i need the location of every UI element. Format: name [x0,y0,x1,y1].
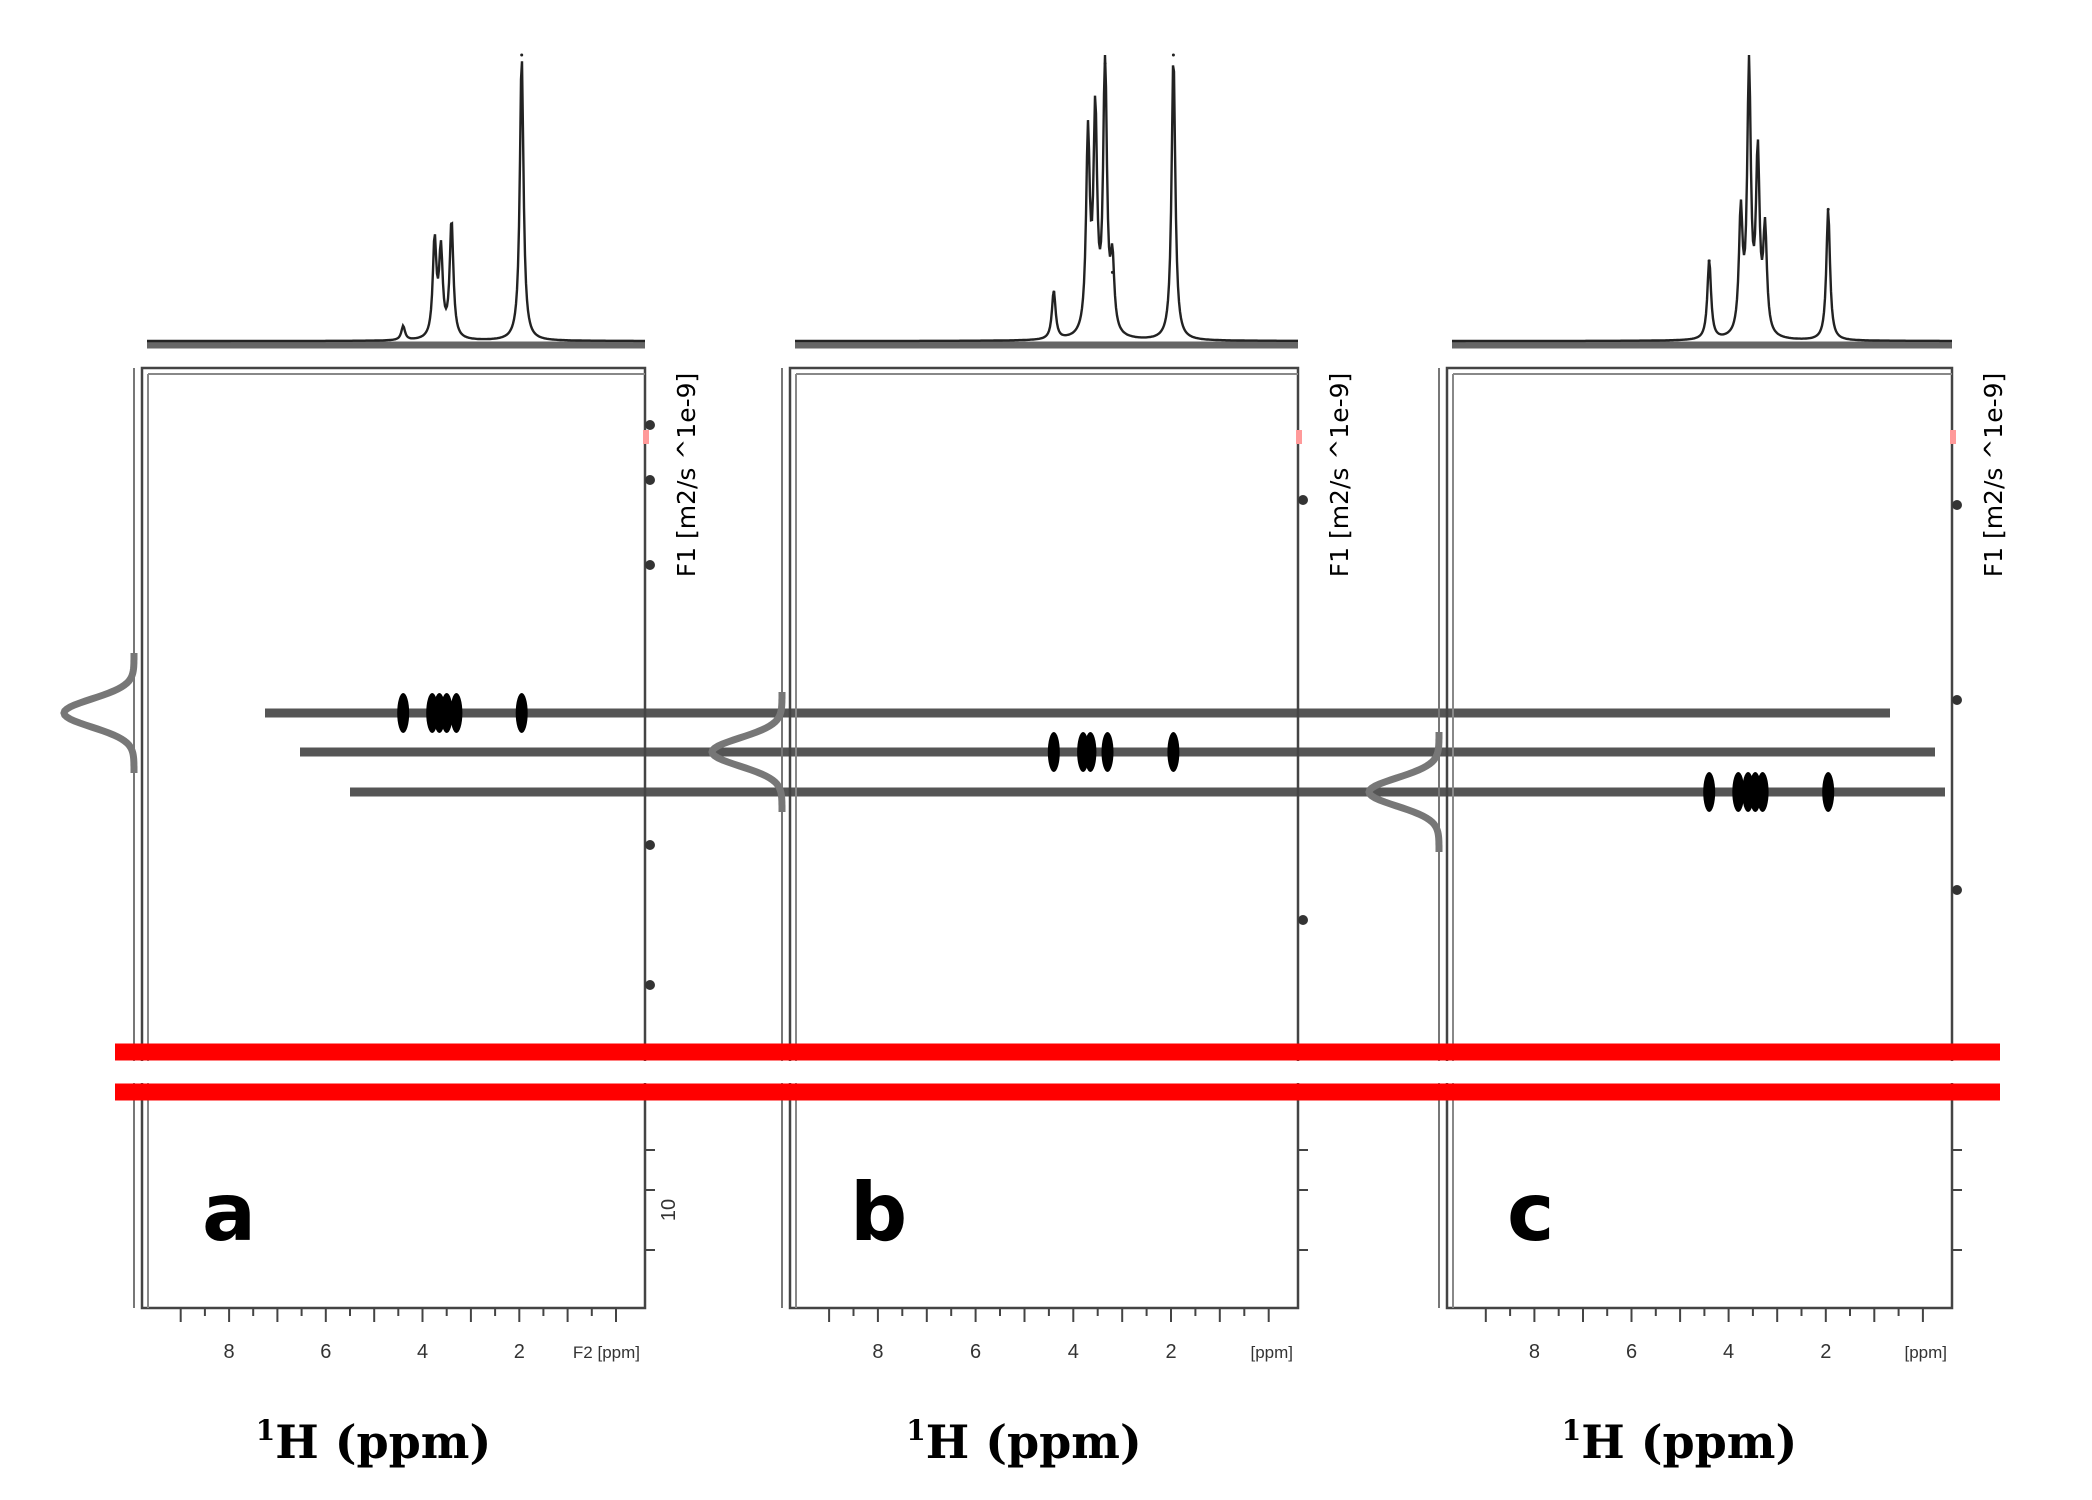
x-tick-label-2: 2 [514,1341,525,1363]
projection-peak-1 [1707,259,1711,263]
axis-break-marks [0,1043,2092,1101]
cross-peak-6 [1822,772,1835,812]
plot-frame [1445,366,1954,1310]
cross-peak-5 [450,693,463,733]
f1-axis-dot-3 [645,560,655,570]
cross-peak-1 [1703,772,1716,812]
projection-trace [795,54,1298,343]
plot-frame [788,366,1300,1310]
projection-trace [147,61,645,343]
x-axis-label: 1H (ppm) [906,1414,1142,1469]
projection-peak-2 [1739,219,1743,223]
panel-letter: a [202,1166,256,1259]
projection-peak-3 [1093,122,1097,126]
x-tick-label-2: 2 [1820,1341,1831,1363]
projection-peak-4 [1756,162,1760,166]
cross-peak-3 [1084,732,1097,772]
projection-peak-5 [520,53,524,57]
x-tick-label-8: 8 [872,1341,883,1363]
plot-frame [140,366,647,1310]
break-gap [0,1061,2092,1083]
f1-axis-dot-2 [645,475,655,485]
panel-a: 10 F1 [m2/s ^1e-9] 8 6 4 2 F2 [ppm] a 1H (ppm) [60,53,701,1469]
x-tick-label-4: 4 [1723,1341,1734,1363]
cross-peak-4 [1101,732,1114,772]
f1-axis-dot-1 [1298,495,1308,505]
x-tick-label-6: 6 [1626,1341,1637,1363]
panel-c: F1 [m2/s ^1e-9] 8 6 4 2 [ppm] c 1H (ppm) [1365,54,2008,1469]
x-unit-label: F2 [ppm] [573,1343,640,1362]
x-axis-label-text: H (ppm) [275,1415,491,1469]
x-axis-label-superscript: 1 [1562,1414,1581,1447]
panel-letter: b [850,1166,907,1259]
projection-peak-5 [1763,236,1767,240]
x-unit-label: [ppm] [1250,1343,1293,1362]
projection-peak-2 [1086,142,1090,146]
x-tick-label-2: 2 [1165,1341,1176,1363]
projection-peak-6 [1171,53,1175,57]
panel-letter: c [1507,1166,1554,1259]
dosy-projection [60,653,138,773]
x-axis-label: 1H (ppm) [256,1414,492,1469]
f1-axis-dot-3 [1952,885,1962,895]
f1-axis-dot-2 [1952,695,1962,705]
x-axis-label-superscript: 1 [256,1414,275,1447]
f1-axis-dot-1 [1952,500,1962,510]
cross-peak-6 [515,693,528,733]
f1-axis-label: F1 [m2/s ^1e-9] [672,373,701,578]
x-tick-label-4: 4 [417,1341,428,1363]
x-tick-label-6: 6 [320,1341,331,1363]
f1-axis-dot-5 [645,980,655,990]
f1-axis-label: F1 [m2/s ^1e-9] [1325,373,1354,578]
x-unit-label: [ppm] [1904,1343,1947,1362]
panel-b: F1 [m2/s ^1e-9] 8 6 4 2 [ppm] b 1H (ppm) [708,53,1354,1469]
cross-peak-2 [1732,772,1745,812]
x-axis-label-text: H (ppm) [1581,1415,1797,1469]
x-axis-label: 1H (ppm) [1562,1414,1798,1469]
f1-axis-marker [643,430,649,444]
dosy-projection [708,692,786,812]
x-axis-label-superscript: 1 [906,1414,925,1447]
f1-axis-marker [1296,430,1302,444]
projection-peak-4 [450,222,453,226]
cross-peak-4 [440,693,453,733]
x-tick-label-4: 4 [1068,1341,1079,1363]
cross-peak-5 [1756,772,1769,812]
f1-tick-label: 10 [658,1199,680,1221]
f1-axis-label: F1 [m2/s ^1e-9] [1979,373,2008,578]
projection-peak-2 [433,242,437,246]
projection-peak-3 [1747,73,1751,77]
f1-axis-dot-1 [645,420,655,430]
x-tick-label-6: 6 [970,1341,981,1363]
f1-axis-dot-2 [1298,915,1308,925]
f1-axis-marker [1950,430,1956,444]
x-tick-label-8: 8 [224,1341,235,1363]
dosy-projection [1365,732,1443,852]
projection-trace [1452,54,1952,343]
projection-peak-1 [401,325,405,329]
cross-peak-1 [1047,732,1060,772]
cross-peak-5 [1167,732,1180,772]
projection-peak-4 [1103,62,1107,66]
projection-peak-6 [1826,207,1830,211]
x-axis-label-text: H (ppm) [926,1415,1142,1469]
x-tick-label-8: 8 [1529,1341,1540,1363]
projection-peak-5 [1110,270,1114,274]
f1-axis-dot-4 [645,840,655,850]
diffusion-bands [265,708,1945,797]
projection-peak-1 [1052,290,1056,294]
cross-peak-1 [397,693,410,733]
projection-peak-3 [439,253,443,257]
